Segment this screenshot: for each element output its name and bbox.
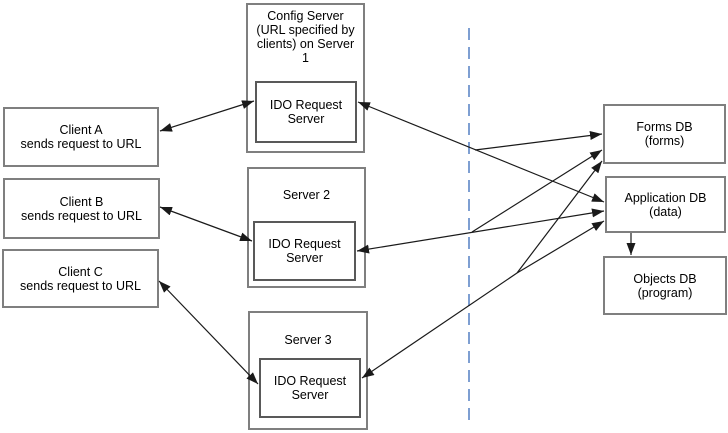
objects-db-subtitle: (program) [637, 285, 693, 300]
client-b-box: Client B sends request to URL [3, 178, 160, 239]
connector-client-b-ido2 [159, 206, 253, 242]
connector-ido1-forms-db [474, 131, 603, 151]
client-a-box: Client A sends request to URL [3, 107, 159, 167]
objects-db-box: Objects DB (program) [603, 256, 727, 315]
application-db-box: Application DB (data) [605, 176, 726, 233]
connector-ido3-trunk [361, 272, 518, 379]
client-a-subtitle: sends request to URL [20, 137, 142, 151]
connector-ido2-forms-db [471, 149, 603, 233]
ido-request-server-3-box: IDO Request Server [259, 358, 361, 418]
connector-ido2-application-db [356, 208, 605, 254]
application-db-title: Application DB [624, 190, 707, 205]
connector-client-c-ido3 [158, 280, 259, 385]
forms-db-box: Forms DB (forms) [603, 104, 726, 164]
client-c-subtitle: sends request to URL [20, 278, 141, 293]
config-server-label: Config Server (URL specified by clients)… [256, 9, 355, 65]
client-b-title: Client B [59, 194, 104, 209]
connector-client-a-ido1 [159, 100, 255, 132]
ido-request-server-2-box: IDO Request Server [253, 221, 356, 281]
application-db-subtitle: (data) [649, 204, 682, 219]
client-a-title: Client A [59, 123, 103, 137]
ido-request-server-3-label: IDO Request Server [273, 374, 347, 402]
server-3-label: Server 3 [284, 333, 332, 347]
ido-request-server-1-box: IDO Request Server [255, 81, 357, 143]
connector-ido3-forms-db [516, 160, 603, 274]
connector-ido3-application-db [516, 220, 605, 274]
connector-ido1-application-db [357, 101, 605, 203]
ido-request-server-1-label: IDO Request Server [269, 98, 343, 126]
client-c-box: Client C sends request to URL [2, 249, 159, 308]
client-c-title: Client C [58, 264, 103, 279]
forms-db-subtitle: (forms) [644, 134, 685, 148]
forms-db-title: Forms DB [636, 120, 693, 134]
client-b-subtitle: sends request to URL [21, 208, 142, 223]
ido-request-server-2-label: IDO Request Server [268, 237, 341, 265]
server-2-label: Server 2 [282, 188, 331, 202]
objects-db-title: Objects DB [633, 271, 697, 286]
